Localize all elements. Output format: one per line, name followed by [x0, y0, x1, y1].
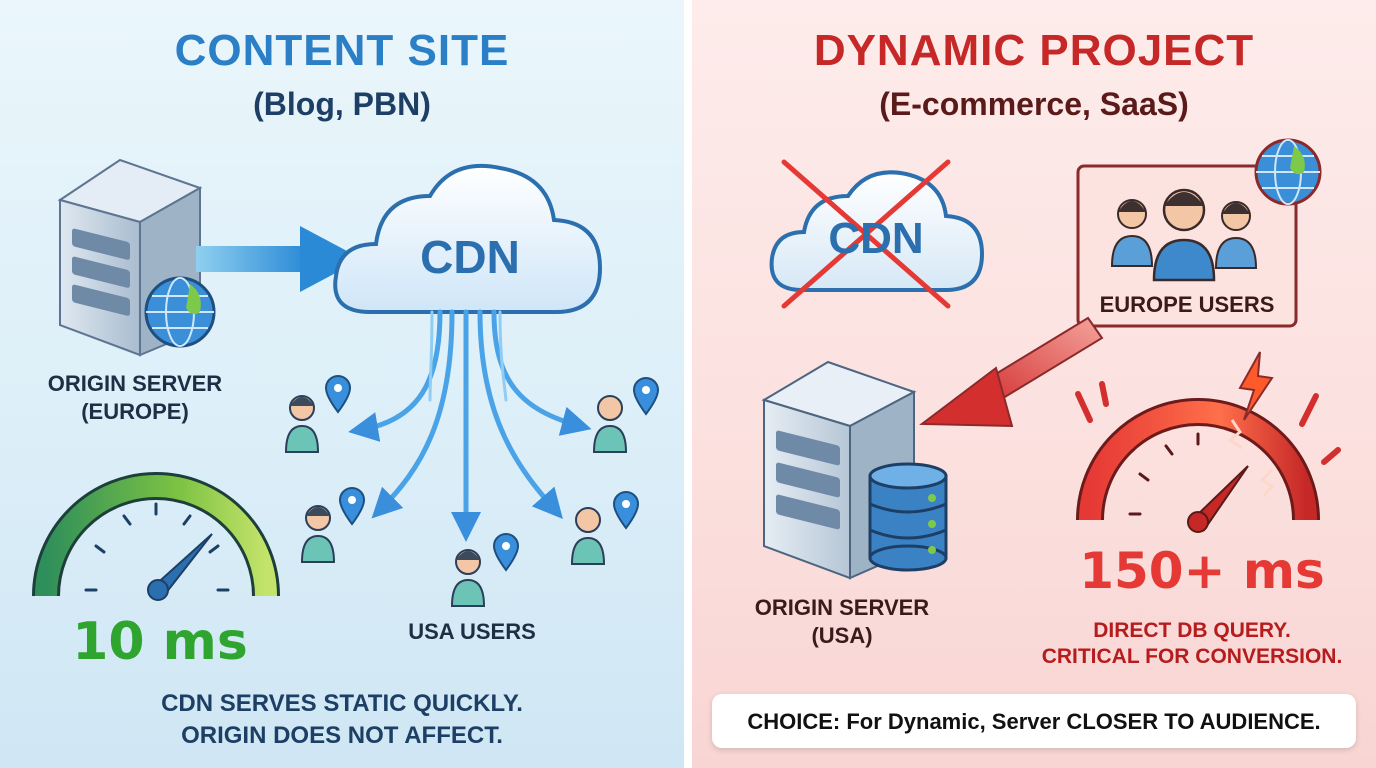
europe-users-box: [1076, 164, 1298, 328]
database-icon: [868, 462, 948, 572]
dynamic-project-title: DYNAMIC PROJECT: [813, 26, 1255, 75]
cdn-label: CDN: [828, 214, 924, 263]
cdn-cloud-icon: [333, 163, 603, 314]
cdn-cloud-icon: [769, 170, 985, 292]
panel-divider: [684, 0, 692, 768]
latency-value: 10 ms: [72, 612, 248, 672]
arrow-icon: [196, 226, 362, 292]
dynamic-project-diagram: [761, 138, 1341, 580]
user-icon: [284, 395, 320, 453]
dynamic-project-footer: DIRECT DB QUERY. CRITICAL FOR CONVERSION…: [1041, 619, 1343, 668]
user-icon: [592, 395, 628, 453]
map-pin-icon: [612, 491, 640, 530]
content-site-footer: CDN SERVES STATIC QUICKLY. ORIGIN DOES N…: [161, 690, 523, 749]
user-icon: [1152, 188, 1216, 282]
speedometer-icon: [1076, 398, 1320, 533]
arrow-icon: [919, 316, 1104, 428]
user-icon: [1110, 199, 1154, 267]
choice-text: CHOICE: For Dynamic, Server CLOSER TO AU…: [747, 709, 1321, 734]
europe-users-label: EUROPE USERS: [1099, 292, 1275, 317]
user-icon: [300, 505, 336, 563]
map-pin-icon: [492, 533, 520, 572]
content-site-panel: CONTENT SITE (Blog, PBN) CDN ORIGIN SERV…: [0, 0, 684, 768]
speedometer-icon: [32, 472, 280, 601]
choice-callout: CHOICE: For Dynamic, Server CLOSER TO AU…: [712, 694, 1356, 748]
latency-value: 150+ ms: [1079, 542, 1325, 600]
origin-server-label: ORIGIN SERVER (EUROPE): [47, 371, 223, 424]
map-pin-icon: [324, 375, 352, 414]
user-icon: [1214, 201, 1258, 269]
content-site-subtitle: (Blog, PBN): [253, 86, 431, 122]
content-site-title: CONTENT SITE: [174, 26, 510, 75]
globe-icon: [1254, 138, 1322, 206]
usa-users-label: USA USERS: [408, 619, 536, 644]
cdn-distribution-arrows: [348, 309, 592, 542]
origin-server-icon: [57, 158, 203, 357]
dynamic-project-panel: DYNAMIC PROJECT (E-commerce, SaaS) CDN E…: [692, 0, 1376, 768]
user-icon: [570, 507, 606, 565]
map-pin-icon: [632, 377, 660, 416]
user-icon: [450, 549, 486, 607]
lightning-icon: [1238, 351, 1274, 421]
map-pin-icon: [338, 487, 366, 526]
cdn-label: CDN: [420, 231, 520, 283]
content-site-diagram: [32, 158, 660, 607]
warning-marks-icon: [1075, 381, 1341, 465]
cross-icon: [781, 159, 951, 309]
dynamic-project-subtitle: (E-commerce, SaaS): [879, 86, 1189, 122]
origin-server-label: ORIGIN SERVER (USA): [754, 595, 930, 648]
globe-icon: [144, 276, 216, 348]
